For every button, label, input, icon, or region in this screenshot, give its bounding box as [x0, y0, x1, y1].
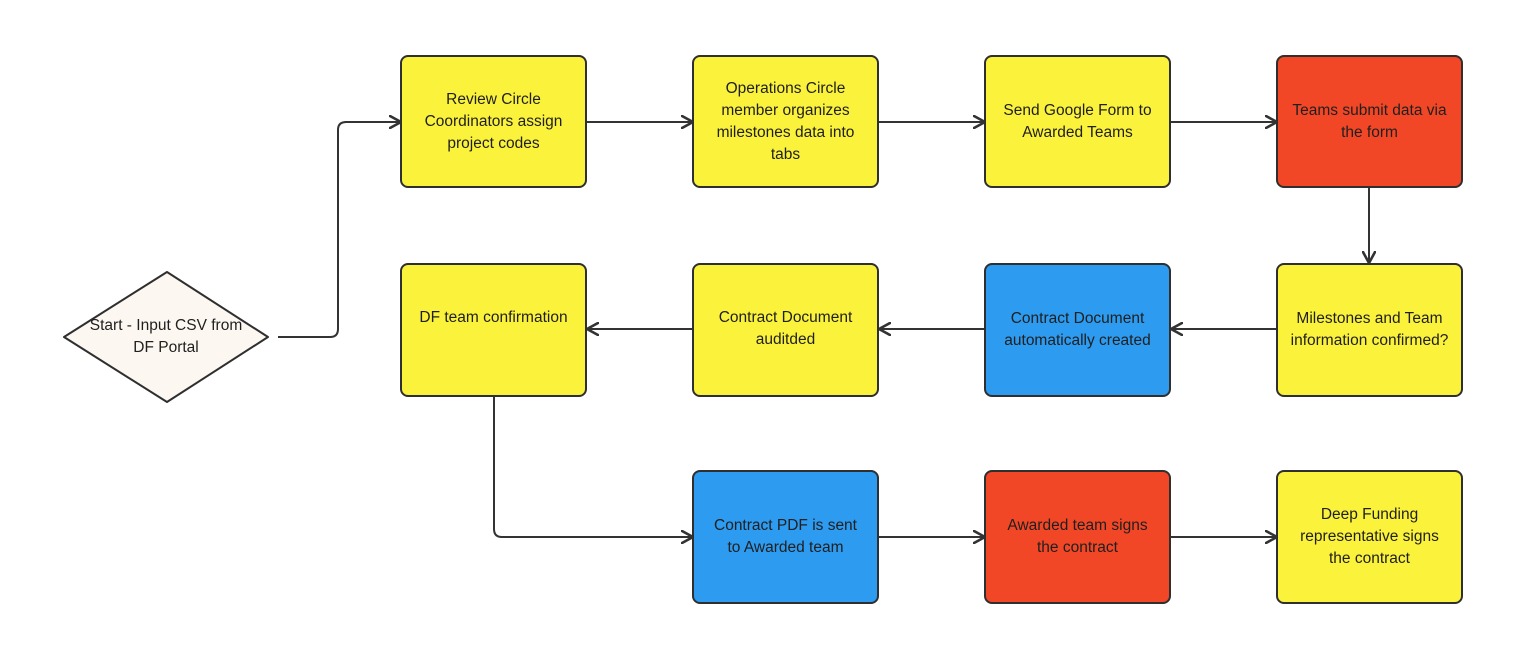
start-diamond[interactable]	[63, 271, 269, 403]
node-df-rep-signs-label: Deep Funding representative signs the co…	[1300, 506, 1439, 567]
start-label-text: Start - Input CSV from DF Portal	[89, 317, 243, 356]
edge-df-confirmation-to-pdf-sent	[493, 397, 692, 537]
node-teams-submit[interactable]: Teams submit data via the form	[1276, 55, 1463, 188]
start-label: Start - Input CSV from DF Portal	[64, 272, 268, 402]
edge-start-to-review-circle	[278, 122, 400, 338]
node-review-circle-label: Review Circle Coordinators assign projec…	[424, 90, 563, 152]
node-pdf-sent[interactable]: Contract PDF is sent to Awarded team	[692, 470, 879, 604]
node-milestones-confirmed-label: Milestones and Team information confirme…	[1290, 310, 1449, 349]
node-df-confirmation-label: DF team confirmation	[419, 309, 568, 326]
node-review-circle[interactable]: Review Circle Coordinators assign projec…	[400, 55, 587, 188]
node-contract-audited-label: Contract Document auditded	[718, 309, 853, 348]
node-operations-circle[interactable]: Operations Circle member organizes miles…	[692, 55, 879, 188]
node-milestones-confirmed[interactable]: Milestones and Team information confirme…	[1276, 263, 1463, 397]
node-operations-circle-label: Operations Circle member organizes miles…	[716, 79, 855, 163]
node-df-rep-signs[interactable]: Deep Funding representative signs the co…	[1276, 470, 1463, 604]
node-contract-created-label: Contract Document automatically created	[1004, 310, 1151, 349]
node-send-google-form-label: Send Google Form to Awarded Teams	[1003, 101, 1152, 141]
node-contract-created[interactable]: Contract Document automatically created	[984, 263, 1171, 397]
node-teams-submit-label: Teams submit data via the form	[1292, 101, 1447, 141]
node-pdf-sent-label: Contract PDF is sent to Awarded team	[714, 517, 857, 556]
node-df-confirmation[interactable]: DF team confirmation	[400, 263, 587, 397]
node-contract-audited[interactable]: Contract Document auditded	[692, 263, 879, 397]
node-team-signs-label: Awarded team signs the contract	[1007, 517, 1148, 556]
node-team-signs[interactable]: Awarded team signs the contract	[984, 470, 1171, 604]
node-send-google-form[interactable]: Send Google Form to Awarded Teams	[984, 55, 1171, 188]
